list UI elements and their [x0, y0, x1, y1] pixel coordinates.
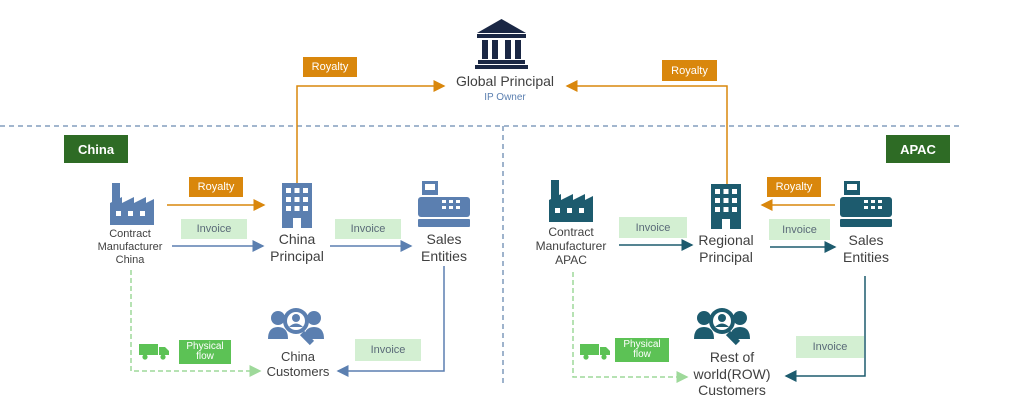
- invoice-tag-china-2: Invoice: [335, 219, 401, 239]
- physical-flow-line-2: flow: [633, 349, 651, 360]
- truck-icon: [139, 344, 169, 360]
- china-customers-line-2: Customers: [266, 364, 330, 380]
- china-principal-label: China Principal: [247, 231, 347, 264]
- bank-icon: [475, 19, 528, 69]
- apac-sales-label: Sales Entities: [816, 232, 916, 265]
- physical-flow-line-2: flow: [196, 351, 214, 362]
- royalty-line-china: [296, 80, 446, 183]
- china-customer-invoice-line: [336, 266, 445, 377]
- apac-customer-invoice-line: [784, 276, 866, 382]
- truck-icon: [580, 344, 610, 360]
- apac-principal-label: Regional Principal: [676, 232, 776, 265]
- royalty-tag-apac-global: Royalty: [662, 60, 717, 81]
- region-apac-badge: APAC: [886, 135, 950, 163]
- china-customers-line-1: China: [281, 349, 315, 364]
- factory-icon: [110, 183, 154, 225]
- apac-principal-line-1: Regional: [698, 232, 754, 248]
- china-physical-flow-line: [130, 270, 262, 377]
- invoice-tag-china-3: Invoice: [355, 339, 421, 361]
- apac-sales-line-1: Sales: [848, 232, 884, 248]
- cash-register-icon: [418, 181, 470, 227]
- office-building-icon: [711, 184, 741, 229]
- apac-sales-line-2: Entities: [843, 248, 889, 265]
- apac-manufacturer-line-1: Contract: [548, 225, 594, 239]
- china-customers-label: China Customers: [248, 349, 348, 380]
- apac-customers-label: Rest of world(ROW) Customers: [680, 349, 784, 399]
- china-sales-line-1: Sales: [426, 231, 462, 247]
- apac-principal-line-2: Principal: [699, 248, 753, 265]
- invoice-tag-apac-1: Invoice: [619, 217, 687, 238]
- china-manufacturer-label: Contract Manufacturer China: [80, 228, 180, 267]
- apac-customers-line-3: Customers: [698, 382, 766, 399]
- cash-register-icon: [840, 181, 892, 227]
- factory-icon: [549, 180, 593, 222]
- royalty-tag-apac-local: Royalty: [767, 177, 821, 197]
- apac-manufacturer-label: Contract Manufacturer APAC: [521, 225, 621, 267]
- apac-manufacturer-line-2: Manufacturer: [535, 239, 607, 254]
- invoice-tag-apac-2: Invoice: [769, 219, 830, 240]
- invoice-tag-china-1: Invoice: [181, 219, 247, 239]
- china-principal-line-2: Principal: [270, 247, 324, 264]
- royalty-line-apac: [565, 80, 728, 184]
- apac-manufacturer-line-3: APAC: [555, 253, 587, 268]
- china-manufacturer-line-3: China: [115, 253, 145, 266]
- china-sales-line-2: Entities: [421, 247, 467, 264]
- region-china-badge: China: [64, 135, 128, 163]
- china-sales-label: Sales Entities: [394, 231, 494, 264]
- apac-customers-line-2: world(ROW): [693, 365, 771, 382]
- royalty-tag-china-local: Royalty: [189, 177, 243, 197]
- apac-physical-flow-line: [572, 272, 689, 383]
- customers-icon: [268, 308, 324, 346]
- physical-flow-line-1: Physical: [623, 338, 661, 350]
- royalty-tag-china-global: Royalty: [303, 57, 357, 77]
- physical-flow-line-1: Physical: [186, 340, 224, 352]
- apac-customers-line-1: Rest of: [709, 349, 755, 365]
- office-building-icon: [282, 183, 312, 228]
- global-principal-subtitle: IP Owner: [484, 92, 526, 103]
- customers-icon: [694, 308, 750, 346]
- china-manufacturer-line-2: Manufacturer: [97, 240, 163, 253]
- china-principal-line-1: China: [278, 231, 316, 247]
- global-principal-title: Global Principal: [455, 73, 555, 89]
- invoice-tag-apac-3: Invoice: [796, 336, 864, 358]
- china-manufacturer-line-1: Contract: [109, 228, 151, 240]
